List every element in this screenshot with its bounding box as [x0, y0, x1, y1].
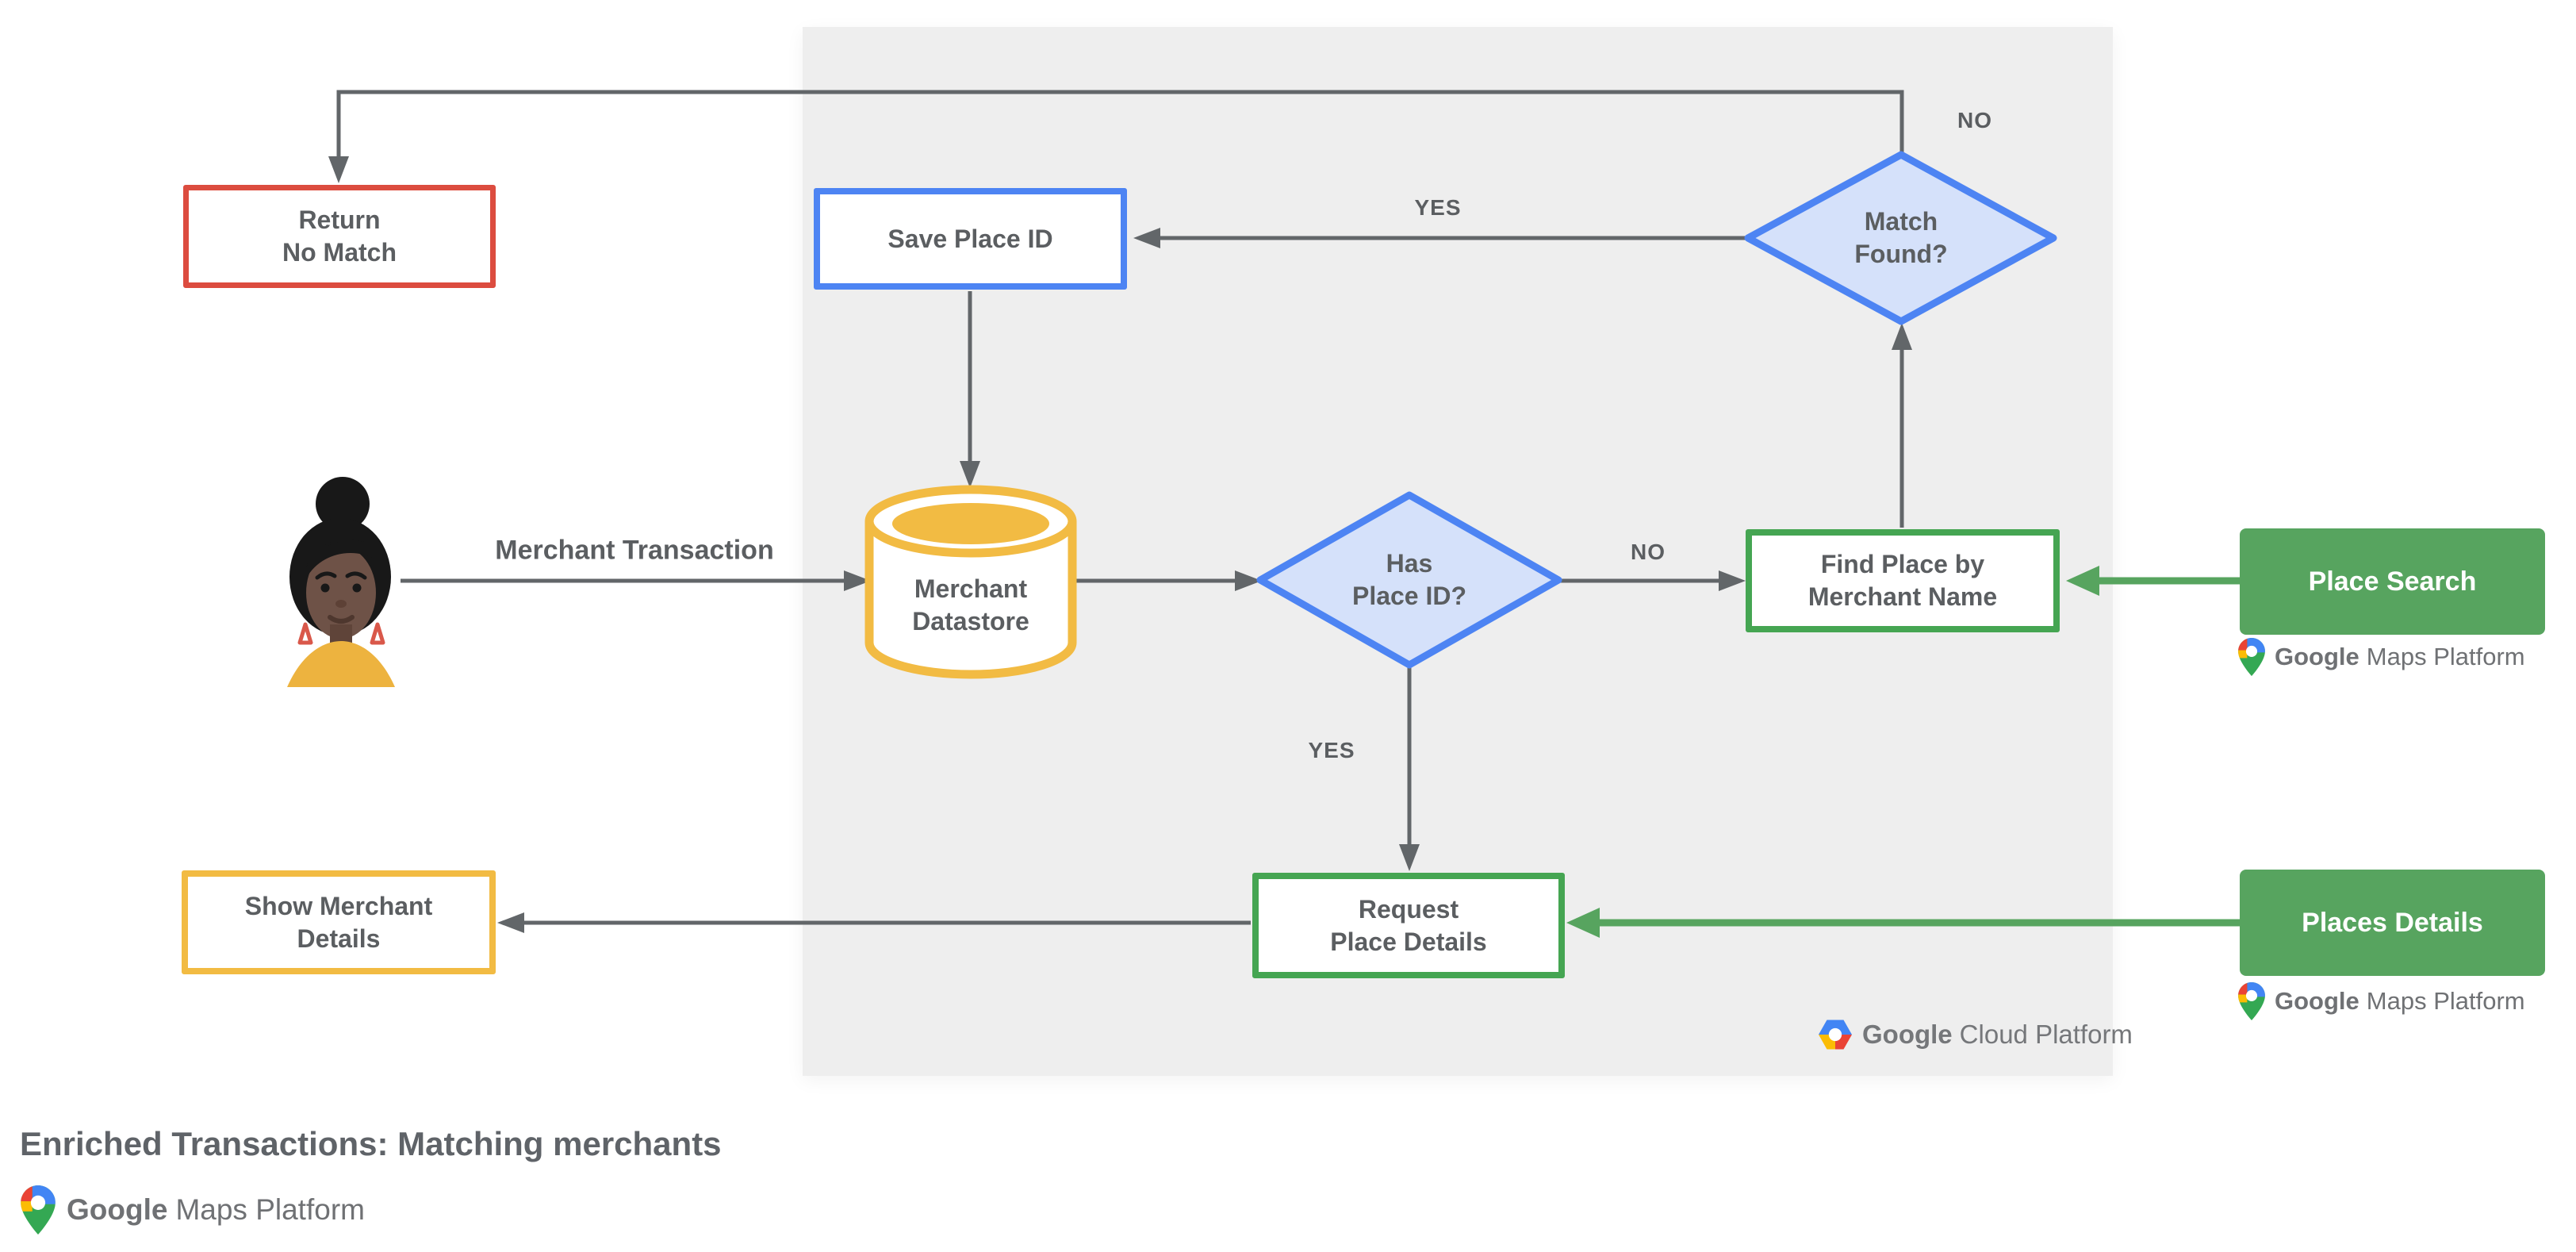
- avatar-fringe2: [306, 540, 376, 578]
- node-label: Datastore: [912, 607, 1029, 636]
- google-maps-platform-logo: Google Maps Platform: [2238, 981, 2525, 1022]
- node-label: No Match: [282, 238, 397, 267]
- avatar-hair: [289, 518, 391, 636]
- node-label: Merchant Name: [1807, 582, 1998, 611]
- node-find-place-by-merchant-name: Find Place by Merchant Name: [1746, 529, 2060, 632]
- node-label: Match: [1864, 207, 1938, 236]
- node-return-no-match: Return No Match: [183, 185, 496, 288]
- logo-brand-text: Google: [67, 1193, 168, 1226]
- avatar-fringe: [306, 537, 376, 601]
- arrowhead-left-icon: [497, 912, 524, 933]
- node-save-place-id: Save Place ID: [814, 188, 1127, 290]
- node-label: Places Details: [2302, 907, 2483, 938]
- avatar-eyebrow: [345, 571, 367, 580]
- edge-label-yes: YES: [1414, 195, 1462, 220]
- edge-label-yes: YES: [1308, 738, 1355, 762]
- logo-brand-text: Google: [2275, 987, 2359, 1015]
- node-label: Found?: [1854, 240, 1948, 268]
- node-label: Show Merchant: [244, 891, 433, 920]
- node-places-details-api: Places Details: [2240, 870, 2545, 976]
- google-cloud-platform-logo: Google Cloud Platform: [1819, 1017, 2133, 1052]
- node-label: Place Search: [2308, 566, 2477, 597]
- node-place-search-api: Place Search: [2240, 528, 2545, 635]
- logo-brand-text: Google: [1862, 1020, 1953, 1049]
- customer-avatar: [287, 477, 395, 687]
- avatar-hair-bun: [316, 477, 370, 531]
- edge-label-no: NO: [1957, 108, 1992, 132]
- node-label: Save Place ID: [887, 224, 1053, 253]
- node-request-place-details: Request Place Details: [1252, 873, 1565, 978]
- avatar-earring: [370, 622, 385, 645]
- avatar-eye: [320, 583, 330, 593]
- avatar-nose: [335, 600, 347, 608]
- google-maps-pin-icon: [2238, 638, 2265, 676]
- diagram-title: Enriched Transactions: Matching merchant…: [20, 1125, 722, 1162]
- node-label: Place Details: [1330, 927, 1487, 956]
- merchant-transaction-label: Merchant Transaction: [495, 535, 774, 566]
- node-label: Merchant: [914, 574, 1028, 603]
- node-label: Has: [1386, 549, 1433, 578]
- avatar-shirt: [287, 641, 395, 687]
- google-maps-platform-logo: Google Maps Platform: [21, 1184, 365, 1236]
- avatar-mouth: [328, 615, 355, 624]
- node-label: Details: [297, 924, 381, 953]
- avatar-earring: [297, 622, 313, 645]
- edge-label-no: NO: [1631, 540, 1666, 564]
- logo-product-text: Cloud Platform: [1959, 1020, 2133, 1049]
- logo-brand-text: Google: [2275, 643, 2359, 670]
- google-maps-platform-logo: Google Maps Platform: [2238, 636, 2525, 678]
- google-maps-pin-icon: [2238, 982, 2265, 1020]
- has-place-id-label: Has Place ID?: [1352, 547, 1466, 613]
- node-label: Return: [298, 205, 381, 234]
- node-label: Place ID?: [1351, 582, 1467, 610]
- arrowhead-down-icon: [328, 156, 349, 183]
- avatar-neck: [330, 624, 352, 658]
- logo-product-text: Maps Platform: [2366, 987, 2525, 1015]
- node-label: Request: [1358, 894, 1459, 924]
- node-show-merchant-details: Show Merchant Details: [182, 870, 496, 974]
- google-cloud-hexagon-icon: [1819, 1020, 1852, 1050]
- avatar-eye: [352, 583, 362, 593]
- avatar-face: [306, 547, 376, 639]
- merchant-datastore-label: Merchant Datastore: [912, 573, 1029, 638]
- avatar-eyebrow: [315, 571, 337, 580]
- match-found-label: Match Found?: [1854, 205, 1947, 271]
- node-label: Find Place by: [1820, 550, 1985, 578]
- google-maps-pin-icon: [21, 1185, 56, 1235]
- logo-product-text: Maps Platform: [2366, 643, 2525, 670]
- logo-product-text: Maps Platform: [175, 1193, 365, 1226]
